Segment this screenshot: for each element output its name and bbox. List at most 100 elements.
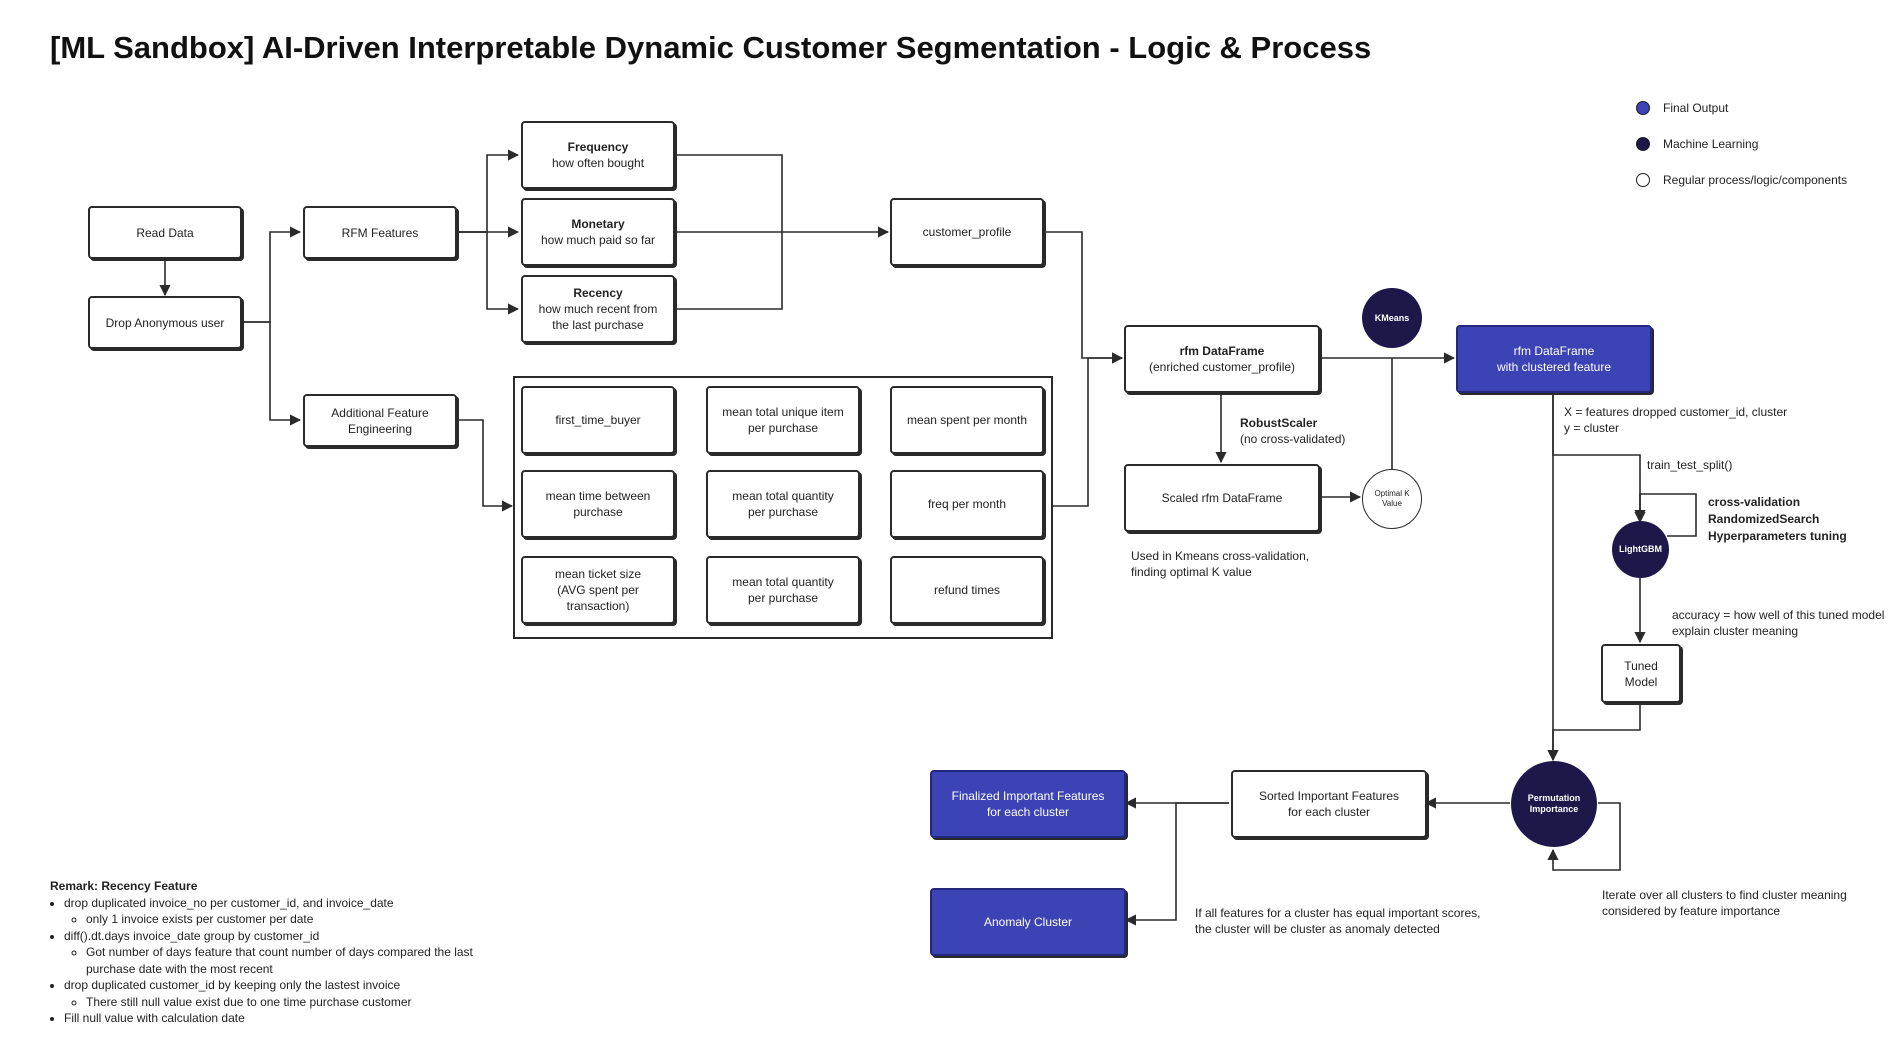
scaled-rfm-node: Scaled rfm DataFrame (1124, 464, 1320, 532)
feature-label: mean total unique item (722, 405, 844, 419)
remark-title: Remark: Recency Feature (50, 879, 198, 893)
legend-regular-dot (1636, 173, 1650, 187)
arrow-rfm-to-frequency (457, 149, 520, 233)
frequency-subtitle: how often bought (551, 156, 645, 170)
kmeans-note-1: Used in Kmeans cross-validation, (1131, 549, 1310, 563)
remark-item-text: Fill null value with calculation date (64, 1011, 245, 1025)
feature-label: (AVG spent per (557, 583, 639, 597)
rfm-features-node: RFM Features (303, 206, 457, 259)
line-recency-join (675, 232, 783, 310)
legend-final-output-label: Final Output (1663, 101, 1729, 115)
additional-fe-label-2: Engineering (347, 421, 413, 436)
customer-profile-label: customer_profile (922, 225, 1012, 239)
feature-node: freq per month (890, 470, 1044, 538)
recency-title: Recency (573, 286, 623, 300)
permutation-importance-node: Permutation Importance (1511, 761, 1597, 847)
kmeans-node: KMeans (1362, 288, 1422, 348)
permutation-importance-label-2: Importance (1529, 804, 1579, 814)
monetary-node: Monetary how much paid so far (521, 198, 675, 266)
robust-scaler-label: RobustScaler (1240, 416, 1318, 430)
tuned-model-node: Tuned Model (1601, 644, 1681, 703)
remark-sublist: Got number of days feature that count nu… (64, 944, 506, 977)
sorted-features-node: Sorted Important Features for each clust… (1231, 770, 1427, 838)
feature-label: mean time between (545, 489, 651, 503)
feature-label: per purchase (747, 421, 819, 435)
anomaly-cluster-node: Anomaly Cluster (930, 888, 1126, 956)
lightgbm-node: LightGBM (1612, 521, 1669, 578)
feature-label: mean ticket size (554, 567, 642, 581)
feature-label: purchase (573, 505, 623, 519)
legend-machine-learning-label: Machine Learning (1663, 137, 1759, 151)
feature-label: per purchase (747, 591, 819, 605)
train-test-split-label: train_test_split() (1647, 458, 1733, 472)
drop-anonymous-node: Drop Anonymous user (88, 296, 242, 349)
feature-label: mean spent per month (906, 413, 1028, 427)
remark-subitem: There still null value exist due to one … (86, 994, 506, 1011)
arrow-drop-to-rfm (242, 226, 302, 323)
rfm-clustered-node: rfm DataFrame with clustered feature (1456, 325, 1652, 393)
remark-item-text: diff().dt.days invoice_date group by cus… (64, 928, 320, 943)
remark-item-text: drop duplicated invoice_no per customer_… (64, 895, 394, 910)
arrow-group-to-rfmdf (1053, 352, 1124, 507)
rfm-dataframe-title: rfm DataFrame (1179, 344, 1265, 358)
remark-subitem: only 1 invoice exists per customer per d… (86, 911, 506, 928)
arrow-profile-to-rfmdf (1044, 231, 1124, 364)
anomaly-cluster-label: Anomaly Cluster (983, 915, 1073, 929)
rfm-clustered-label-2: with clustered feature (1496, 360, 1612, 374)
remark-list: drop duplicated invoice_no per customer_… (50, 895, 506, 1027)
frequency-node: Frequency how often bought (521, 121, 675, 189)
drop-anonymous-label: Drop Anonymous user (105, 315, 225, 330)
recency-subtitle-1: how much recent from (538, 302, 658, 316)
remark-subitem: Got number of days feature that count nu… (86, 944, 506, 977)
legend-regular-label: Regular process/logic/components (1663, 173, 1848, 187)
feature-node: mean time between purchase (521, 470, 675, 538)
anomaly-note-1: If all features for a cluster has equal … (1195, 906, 1481, 920)
monetary-subtitle: how much paid so far (540, 233, 656, 247)
read-data-label: Read Data (136, 225, 194, 240)
arrow-lightgbm-loop (1634, 493, 1697, 537)
tuned-model-label-2: Model (1624, 674, 1658, 689)
feature-label: per purchase (747, 505, 819, 519)
feature-label: transaction) (566, 599, 630, 613)
rfm-features-label: RFM Features (341, 225, 419, 240)
feature-label: mean total quantity (732, 489, 834, 503)
legend-machine-learning-dot (1636, 137, 1650, 151)
feature-node: refund times (890, 556, 1044, 624)
permutation-importance-label-1: Permutation (1527, 793, 1581, 803)
lightgbm-label: LightGBM (1619, 544, 1662, 554)
iterate-note-2: considered by feature importance (1602, 904, 1781, 918)
feature-label: first_time_buyer (555, 413, 641, 427)
recency-subtitle-2: the last purchase (552, 318, 644, 332)
arrow-tuned-to-perm (1547, 703, 1641, 762)
rfm-dataframe-subtitle: (enriched customer_profile) (1148, 360, 1296, 374)
line-frequency-join (675, 154, 783, 232)
remark-item: drop duplicated invoice_no per customer_… (64, 895, 506, 928)
feature-node: mean spent per month (890, 386, 1044, 454)
feature-label: freq per month (927, 497, 1007, 511)
monetary-title: Monetary (571, 217, 625, 231)
remark-item: drop duplicated customer_id by keeping o… (64, 977, 506, 1010)
accuracy-note-1: accuracy = how well of this tuned model (1672, 608, 1885, 622)
additional-fe-label-1: Additional Feature (331, 405, 429, 420)
arrow-rfm-to-recency (457, 231, 520, 315)
optimal-k-label-2: Value (1382, 499, 1402, 508)
cv-note-3: Hyperparameters tuning (1708, 529, 1847, 543)
optimal-k-node: Optimal K Value (1362, 469, 1422, 529)
recency-remark: Remark: Recency Feature drop duplicated … (50, 878, 506, 1027)
legend-final-output-dot (1636, 101, 1650, 115)
finalized-features-node: Finalized Important Features for each cl… (930, 770, 1126, 838)
xy-note-2: y = cluster (1564, 421, 1620, 435)
tuned-model-label-1: Tuned (1624, 658, 1658, 673)
customer-profile-node: customer_profile (890, 198, 1044, 266)
feature-node: mean total quantity per purchase (706, 470, 860, 538)
kmeans-note-2: finding optimal K value (1131, 565, 1252, 579)
sorted-features-label-1: Sorted Important Features (1258, 789, 1400, 803)
arrow-sorted-to-anomaly (1124, 802, 1229, 926)
rfm-clustered-label-1: rfm DataFrame (1513, 344, 1595, 358)
remark-item: Fill null value with calculation date (64, 1010, 506, 1027)
cv-note-1: cross-validation (1708, 495, 1801, 509)
arrow-perm-loop (1547, 802, 1621, 871)
arrow-drop-to-additional (242, 321, 302, 426)
finalized-features-label-2: for each cluster (986, 805, 1070, 819)
